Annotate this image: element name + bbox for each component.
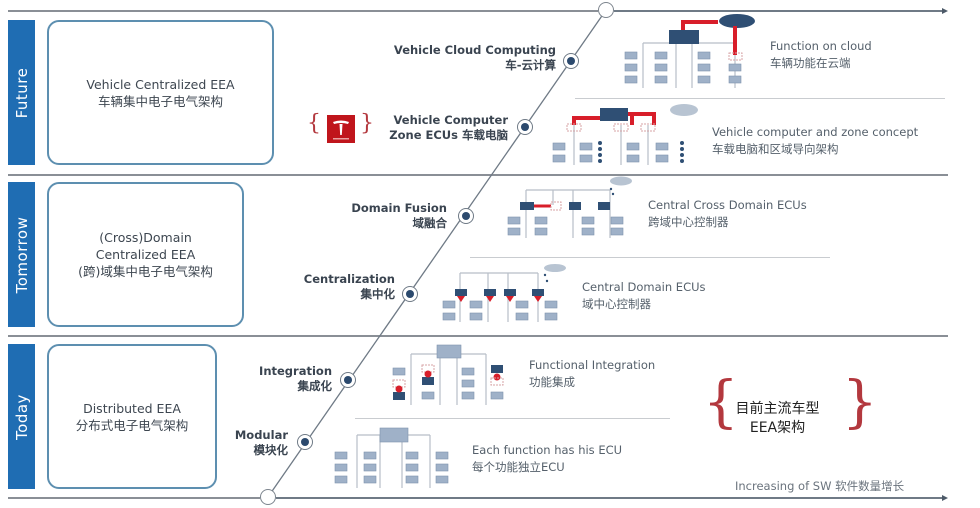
stage-node-centralization [402, 286, 418, 302]
stage-node-vehicle-computer [517, 119, 533, 135]
mainstream-note: 目前主流车型 EEA架构 [735, 401, 820, 436]
bottom-timeline-line [8, 497, 260, 499]
stage-label-vehicle-computer: Vehicle Computer Zone ECUs 车载电脑 [389, 113, 508, 142]
desc-modular: Each function has his ECU 每个功能独立ECU [472, 443, 623, 474]
desc-domain-fusion: Central Cross Domain ECUs 跨域中心控制器 [648, 198, 807, 229]
timeline-end-node [598, 2, 614, 18]
era-tab-today: Today [8, 344, 35, 489]
desc-vehicle-computer: Vehicle computer and zone concept 车载电脑和区… [712, 125, 919, 156]
tesla-logo-icon [327, 115, 355, 143]
diagram-centralization [442, 264, 566, 322]
mainstream-brace-right-icon: } [842, 370, 878, 435]
sw-increase-axis-label: Increasing of SW 软件数量增长 [735, 479, 905, 493]
stage-divider-future [575, 98, 945, 99]
bottom-arrowhead-icon [942, 495, 948, 501]
divider-future-tomorrow [8, 174, 948, 176]
stage-label-modular: Modular 模块化 [234, 428, 288, 457]
stage-label-domain-fusion: Domain Fusion 域融合 [351, 201, 447, 230]
diagram-integration [392, 344, 504, 405]
tesla-brace-left-icon: { [307, 111, 321, 136]
diagram-modular [334, 427, 449, 488]
diagram-function-on-cloud [624, 14, 755, 88]
stage-node-integration [340, 372, 356, 388]
diagram-domain-fusion [507, 176, 632, 238]
era-tab-tomorrow: Tomorrow [8, 182, 35, 327]
timeline-start-node [260, 489, 276, 505]
divider-tomorrow-today [8, 335, 948, 337]
top-timeline-arrow-line [614, 10, 944, 12]
era-tab-future: Future [8, 20, 35, 165]
stage-label-vehicle-cloud: Vehicle Cloud Computing 车-云计算 [393, 43, 556, 72]
bottom-timeline-arrow-line [276, 497, 944, 499]
era-box-today: Distributed EEA 分布式电子电气架构 [47, 344, 217, 489]
stage-divider-tomorrow [470, 257, 830, 258]
desc-integration: Functional Integration 功能集成 [529, 358, 656, 389]
diagram-vehicle-computer-zone [552, 104, 698, 165]
desc-centralization: Central Domain ECUs 域中心控制器 [582, 280, 706, 311]
tesla-brace-right-icon: } [360, 111, 374, 136]
desc-vehicle-cloud: Function on cloud 车辆功能在云端 [770, 39, 872, 70]
stage-node-modular [297, 434, 313, 450]
stage-label-integration: Integration 集成化 [259, 364, 332, 393]
era-box-tomorrow: (Cross)Domain Centralized EEA (跨)域集中电子电气… [47, 182, 244, 327]
stage-node-domain-fusion [458, 208, 474, 224]
stage-divider-today [355, 418, 670, 419]
stage-node-vehicle-cloud [563, 53, 579, 69]
top-arrowhead-icon [942, 8, 948, 14]
stage-label-centralization: Centralization 集中化 [303, 272, 395, 301]
mainstream-brace-left-icon: { [703, 370, 739, 435]
era-box-future: Vehicle Centralized EEA 车辆集中电子电气架构 [47, 20, 274, 165]
top-timeline-line [8, 10, 598, 12]
